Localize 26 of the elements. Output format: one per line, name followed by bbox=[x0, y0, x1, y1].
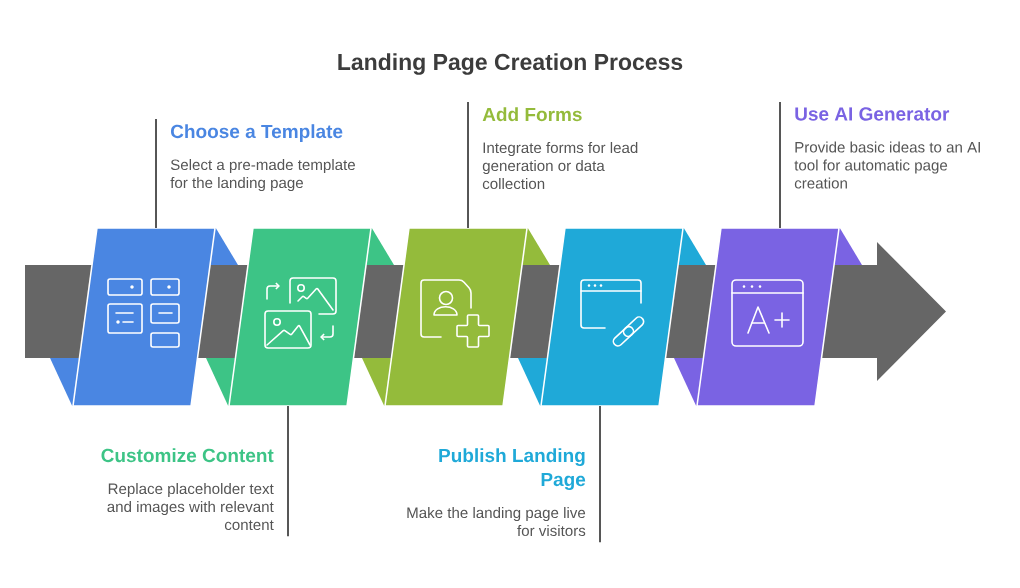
ribbon-segment bbox=[666, 265, 716, 358]
step-title: Use AI Generator bbox=[795, 107, 950, 121]
step-panel bbox=[72, 227, 216, 407]
step-description: Replace placeholder text and images with relevant content bbox=[107, 483, 274, 531]
step-title: Customize Content bbox=[101, 448, 274, 463]
leader-line bbox=[467, 101, 469, 229]
step-description: Integrate forms for lead generation or data collection bbox=[482, 142, 638, 190]
step-panel bbox=[540, 227, 684, 407]
leader-line bbox=[155, 118, 157, 229]
ribbon-segment bbox=[510, 265, 560, 358]
leader-line bbox=[599, 405, 601, 544]
leader-line bbox=[779, 101, 781, 229]
step-description: Select a pre-made template for the landing page bbox=[170, 159, 355, 192]
step-panel bbox=[384, 227, 528, 407]
leader-line bbox=[287, 405, 289, 538]
ribbon-segment bbox=[354, 265, 404, 358]
step-title: Publish Landing Page bbox=[439, 448, 586, 490]
step-description: Make the landing page live for visitors bbox=[407, 507, 586, 537]
title: Landing Page Creation Process bbox=[338, 53, 683, 75]
step-title: Choose a Template bbox=[171, 124, 343, 142]
step-panel bbox=[228, 227, 372, 407]
step-description: Provide basic ideas to an AI tool for automatic page creation bbox=[794, 141, 980, 189]
ribbon-segment bbox=[198, 265, 248, 358]
step-title: Add Forms bbox=[482, 107, 582, 122]
ribbon-arrow bbox=[822, 242, 946, 381]
step-panel bbox=[696, 227, 840, 407]
